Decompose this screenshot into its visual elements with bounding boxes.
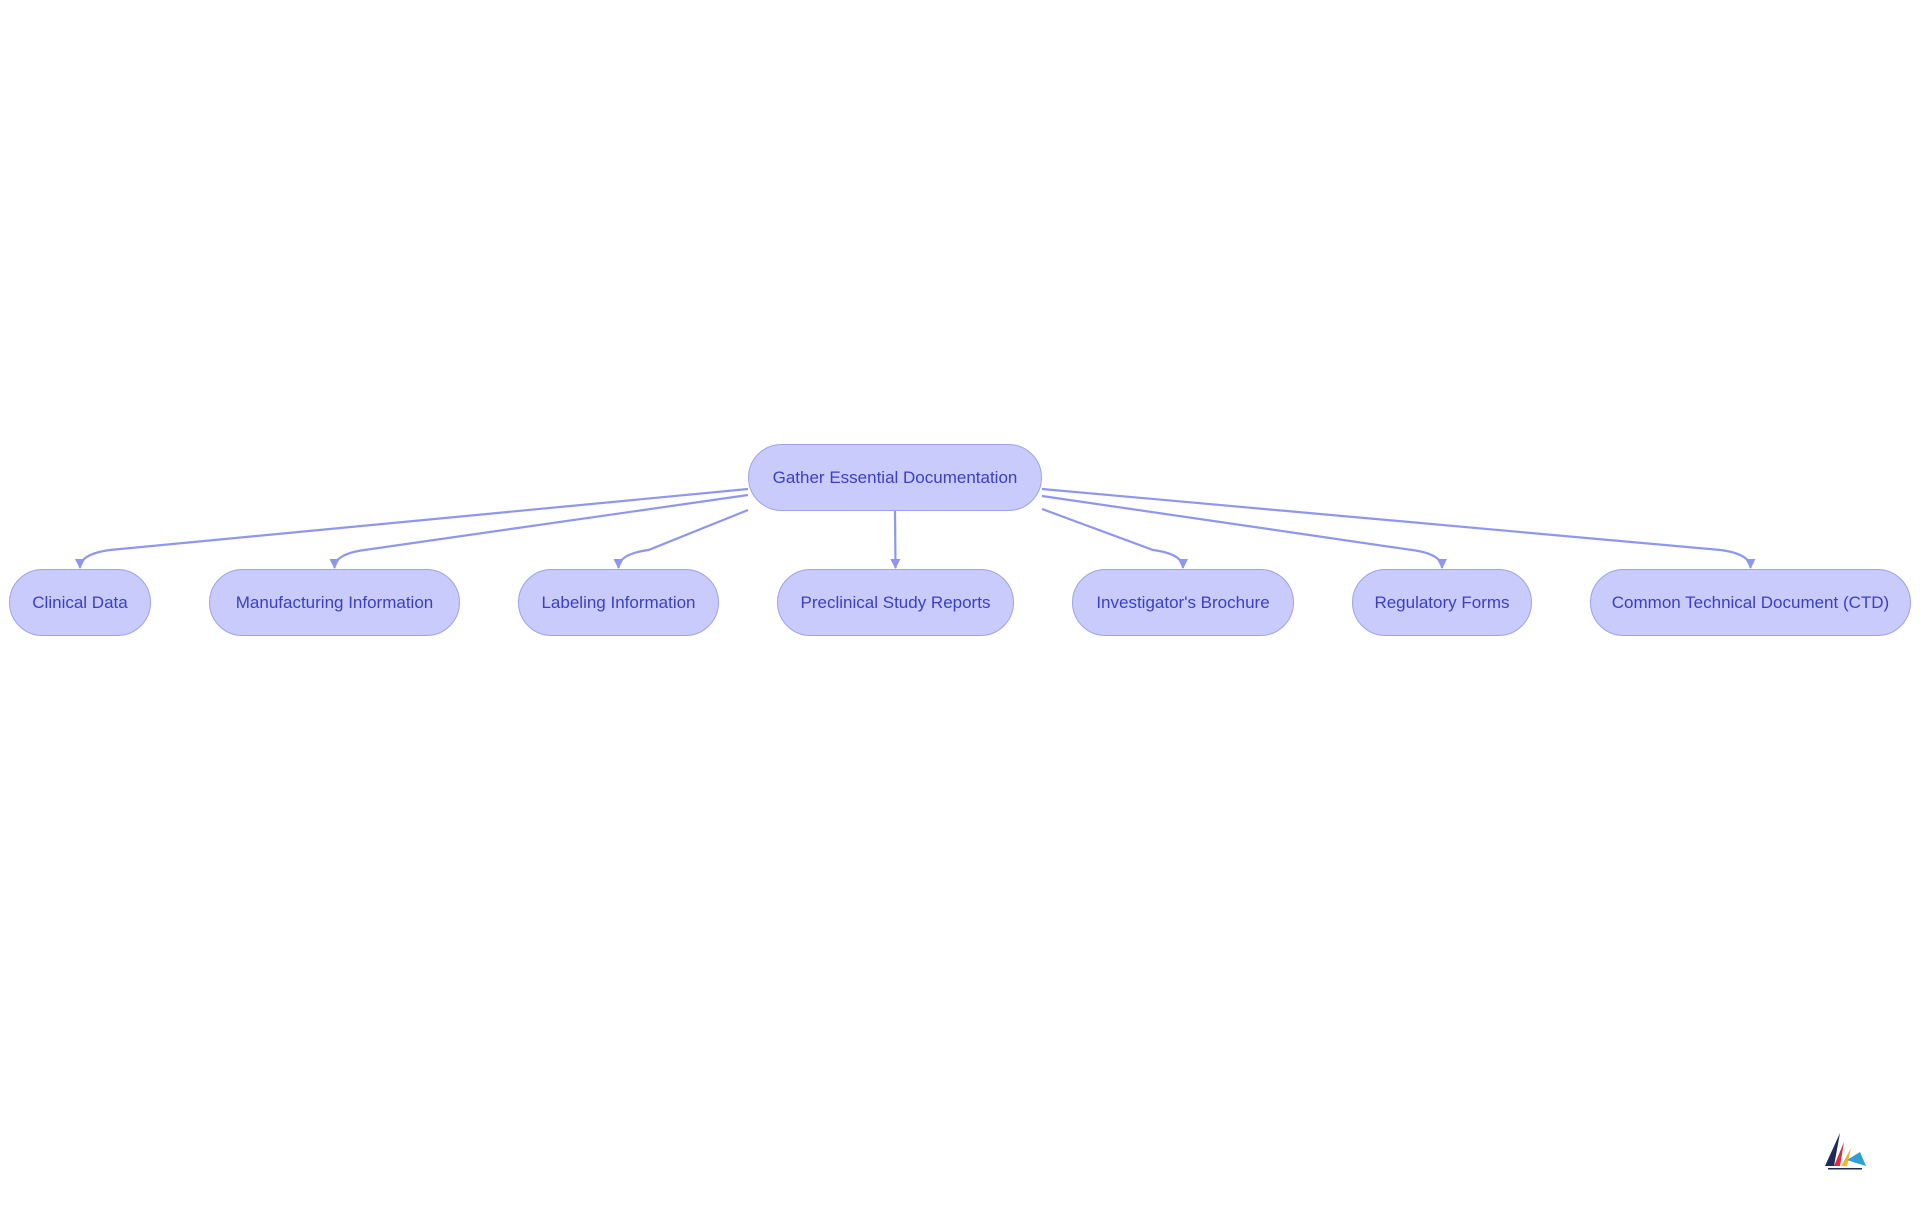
edge-root-to-common-technical-document [1041,487,1756,569]
edge-root-to-regulatory-forms [1041,494,1447,569]
node-labeling-information[interactable]: Labeling Information [518,569,719,636]
node-common-technical-document[interactable]: Common Technical Document (CTD) [1590,569,1911,636]
edge-root-to-manufacturing-information [329,493,749,569]
node-manufacturing-information[interactable]: Manufacturing Information [209,569,460,636]
edge-root-to-labeling-information [613,508,749,569]
edge-root-to-investigators-brochure [1041,507,1188,569]
node-clinical-data[interactable]: Clinical Data [9,569,151,636]
root-node-gather-essential-documentation[interactable]: Gather Essential Documentation [748,444,1042,511]
node-preclinical-study-reports[interactable]: Preclinical Study Reports [777,569,1014,636]
node-investigators-brochure[interactable]: Investigator's Brochure [1072,569,1294,636]
company-logo-icon [1825,1133,1866,1170]
edge-root-to-clinical-data [75,487,749,569]
node-regulatory-forms[interactable]: Regulatory Forms [1352,569,1532,636]
edge-root-to-preclinical-study-reports [890,510,901,569]
